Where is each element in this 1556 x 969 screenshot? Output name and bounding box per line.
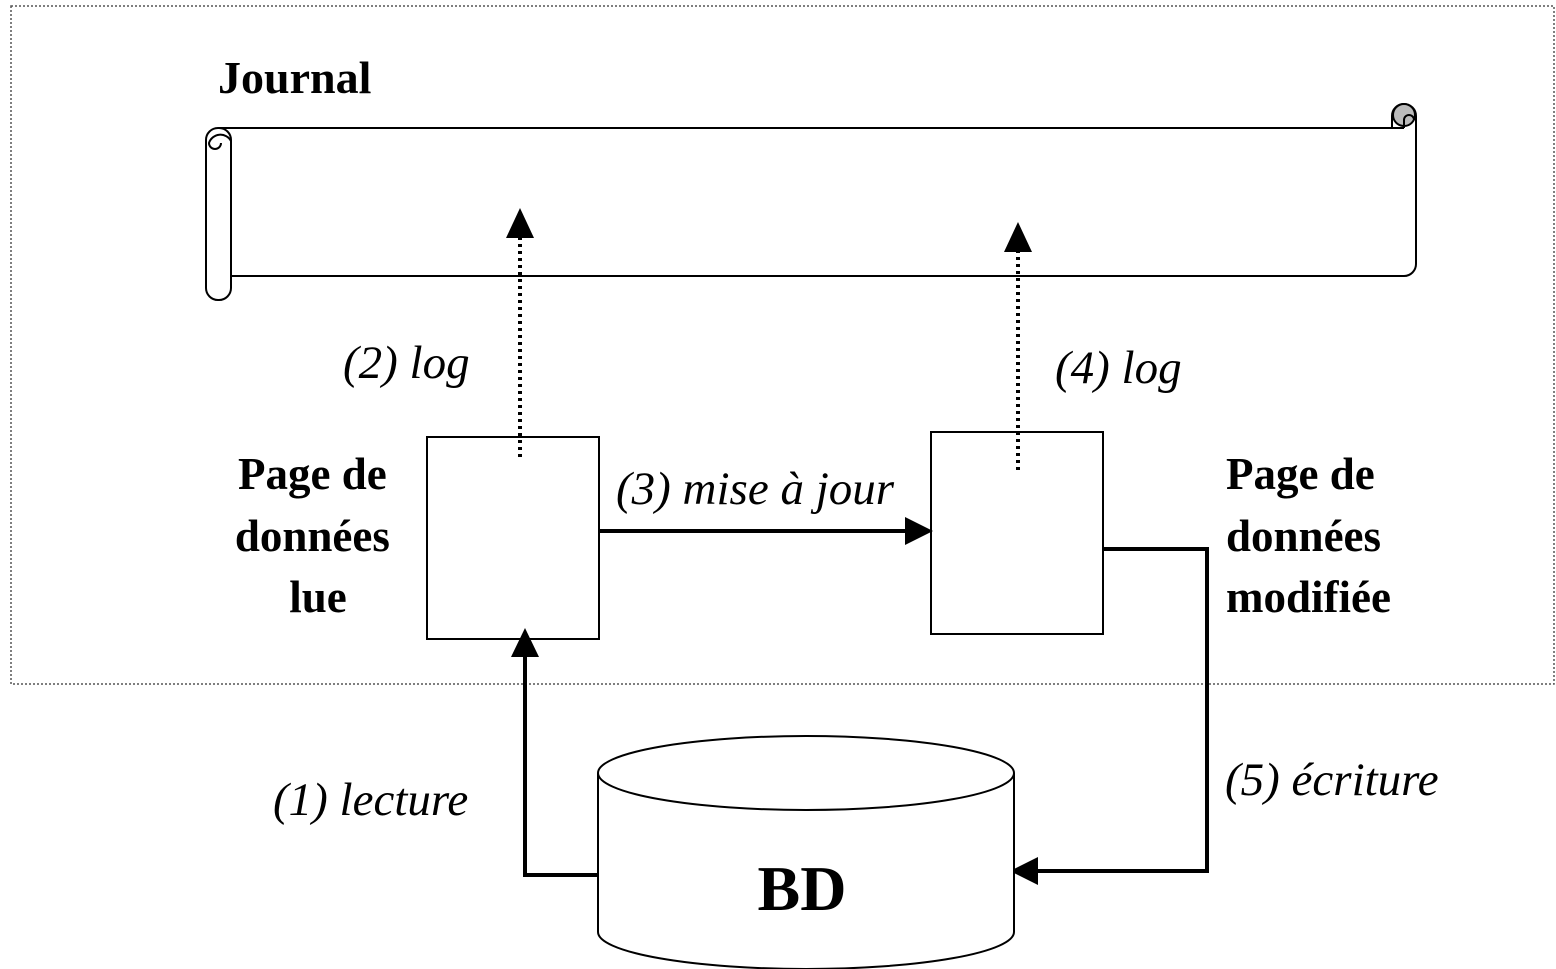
memory-frame bbox=[10, 5, 1555, 685]
update-arrowhead bbox=[905, 517, 933, 545]
step-log-read: (2) log bbox=[343, 337, 470, 389]
step-read: (1) lecture bbox=[273, 774, 468, 826]
log-arrowhead-read bbox=[506, 208, 534, 238]
modified-page-label: Page de données modifiée bbox=[1226, 449, 1392, 622]
journal-scroll bbox=[205, 103, 1417, 301]
step-log-update: (4) log bbox=[1055, 342, 1182, 394]
step-write: (5) écriture bbox=[1225, 754, 1439, 806]
database-label: BD bbox=[758, 853, 847, 924]
write-arrow bbox=[1034, 547, 1209, 873]
page-box-read bbox=[426, 436, 600, 640]
page-box-modified bbox=[930, 431, 1104, 635]
read-page-label: Page de données lue bbox=[235, 449, 401, 622]
journal-title: Journal bbox=[218, 52, 371, 103]
log-arrowhead-modified bbox=[1004, 222, 1032, 252]
database-cylinder bbox=[597, 735, 1015, 969]
read-arrowhead bbox=[511, 628, 539, 657]
write-arrowhead bbox=[1010, 857, 1038, 885]
step-update: (3) mise à jour bbox=[616, 463, 895, 515]
